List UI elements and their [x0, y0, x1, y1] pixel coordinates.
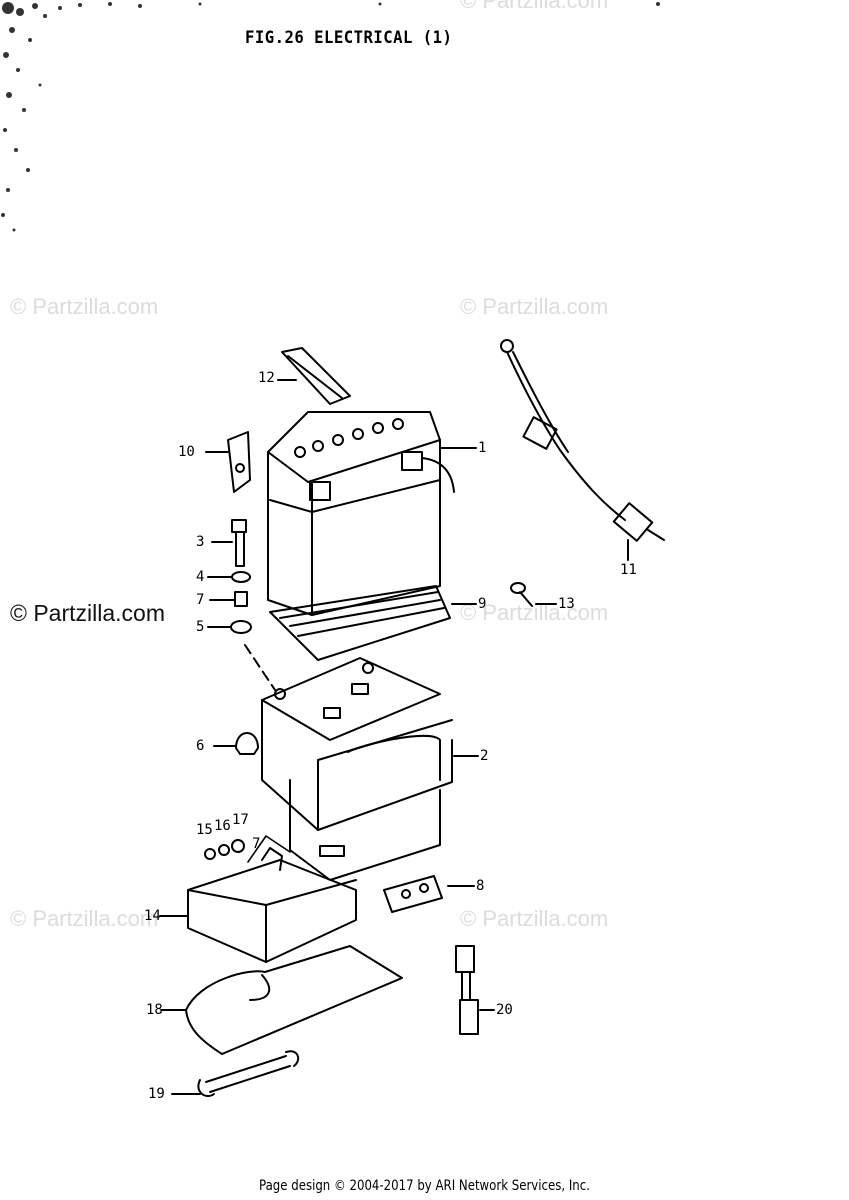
nut-part-15[interactable] — [205, 849, 215, 859]
washer-part-16[interactable] — [219, 845, 229, 855]
strap-part-12[interactable] — [278, 348, 350, 404]
watermark-left-lower: © Partzilla.com — [10, 906, 159, 931]
cable-part-11[interactable] — [501, 340, 664, 560]
grommet-part-6[interactable] — [214, 733, 258, 754]
watermark-right-middle: © Partzilla.com — [460, 600, 609, 625]
footer-copyright: Page design © 2004-2017 by ARI Network S… — [259, 1178, 590, 1194]
bolt-part-3[interactable] — [212, 520, 246, 566]
callout-2: 2 — [480, 748, 489, 764]
washer-part-4[interactable] — [208, 572, 250, 582]
callout-3: 3 — [196, 534, 205, 550]
callout-6: 6 — [196, 738, 205, 754]
callout-15: 15 — [196, 822, 213, 838]
callout-7-lower: 7 — [252, 836, 261, 852]
collar-part-7[interactable] — [210, 592, 247, 606]
scan-noise — [1, 2, 660, 232]
figure-title: FIG.26 ELECTRICAL (1) — [245, 28, 453, 48]
watermark-left-upper: © Partzilla.com — [10, 294, 159, 319]
tool-box-part-14[interactable] — [160, 848, 356, 962]
fuse-part-20[interactable] — [456, 946, 494, 1034]
callout-5: 5 — [196, 619, 205, 635]
callout-7: 7 — [196, 592, 205, 608]
callout-11: 11 — [620, 562, 637, 578]
battery-part-1[interactable] — [268, 412, 476, 615]
tool-bag-part-18[interactable] — [162, 946, 402, 1054]
callout-14: 14 — [144, 908, 161, 924]
washer-part-17[interactable] — [232, 840, 244, 852]
watermark-right-upper: © Partzilla.com — [460, 294, 609, 319]
washer-part-5[interactable] — [208, 621, 275, 690]
battery-case-part-2[interactable] — [262, 658, 478, 880]
pad-part-9[interactable] — [270, 586, 476, 660]
callout-17: 17 — [232, 812, 249, 828]
watermark-left-middle: © Partzilla.com — [10, 600, 165, 626]
callout-19: 19 — [148, 1086, 165, 1102]
screw-part-13[interactable] — [511, 583, 556, 606]
watermark-right-lower: © Partzilla.com — [460, 906, 609, 931]
callout-20: 20 — [496, 1002, 513, 1018]
callout-12: 12 — [258, 370, 275, 386]
connector-part-8[interactable] — [384, 876, 474, 912]
callout-4: 4 — [196, 569, 205, 585]
callout-13: 13 — [558, 596, 575, 612]
callout-1: 1 — [478, 440, 487, 456]
bracket-part-10[interactable] — [206, 432, 250, 492]
watermark-top: © Partzilla.com — [460, 0, 609, 13]
callout-9: 9 — [478, 596, 487, 612]
callout-16: 16 — [214, 818, 231, 834]
wrench-part-19[interactable] — [172, 1051, 298, 1096]
callout-18: 18 — [146, 1002, 163, 1018]
callout-8: 8 — [476, 878, 485, 894]
callout-10: 10 — [178, 444, 195, 460]
